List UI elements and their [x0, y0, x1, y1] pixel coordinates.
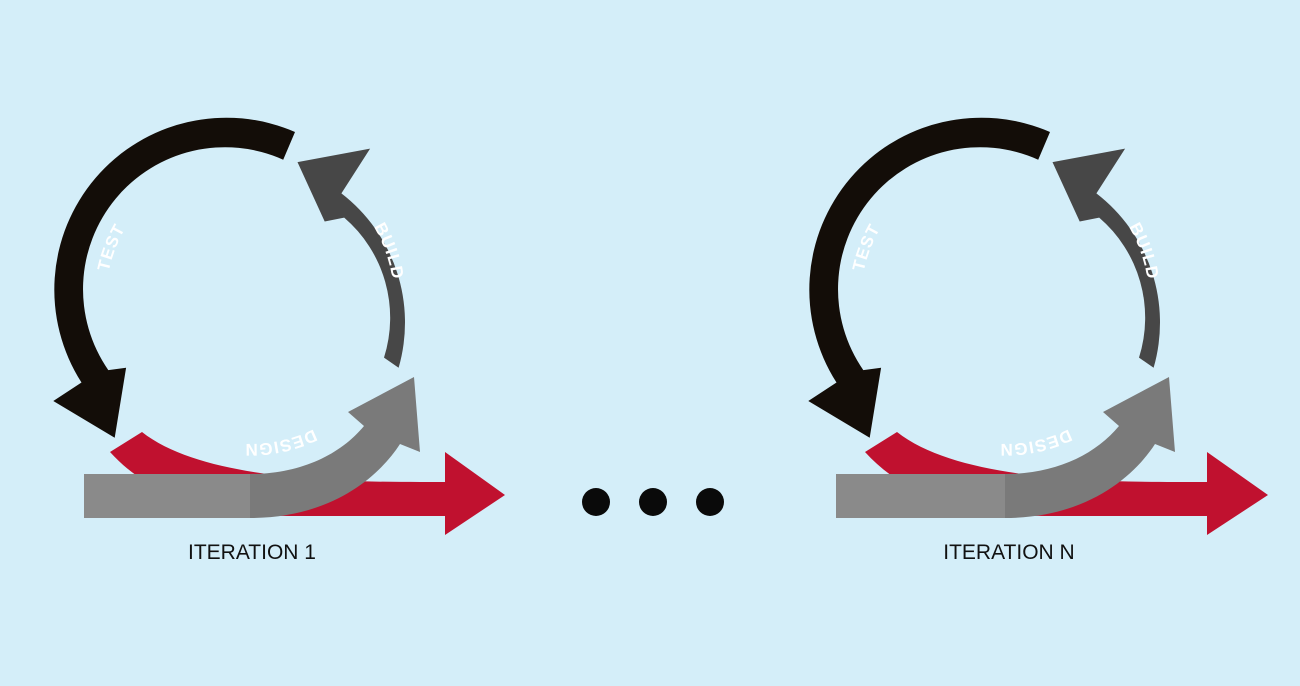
- design-label: DESIGN: [999, 426, 1075, 459]
- ellipsis-dots: [582, 488, 724, 516]
- ellipsis-dot: [696, 488, 724, 516]
- cycle-iteration-n: [808, 117, 1268, 535]
- iteration-label: ITERATION 1: [188, 541, 316, 564]
- design-base-bar: [84, 474, 250, 518]
- cycle-iteration-1: TEST BUILD DESIGN ITERATION 1: [53, 117, 505, 564]
- test-label: TEST: [94, 220, 129, 273]
- ellipsis-dot: [582, 488, 610, 516]
- test-label: TEST: [849, 220, 884, 273]
- ellipsis-dot: [639, 488, 667, 516]
- iteration-label: ITERATION N: [943, 541, 1074, 564]
- design-arrow: [250, 377, 420, 518]
- build-arrow: [1052, 148, 1160, 368]
- design-base-bar: [836, 474, 1005, 518]
- design-arrow: [1005, 377, 1175, 518]
- test-arrow: [808, 117, 1050, 438]
- test-arrow: [53, 117, 295, 438]
- build-arrow: [297, 148, 405, 368]
- design-label: DESIGN: [244, 426, 320, 459]
